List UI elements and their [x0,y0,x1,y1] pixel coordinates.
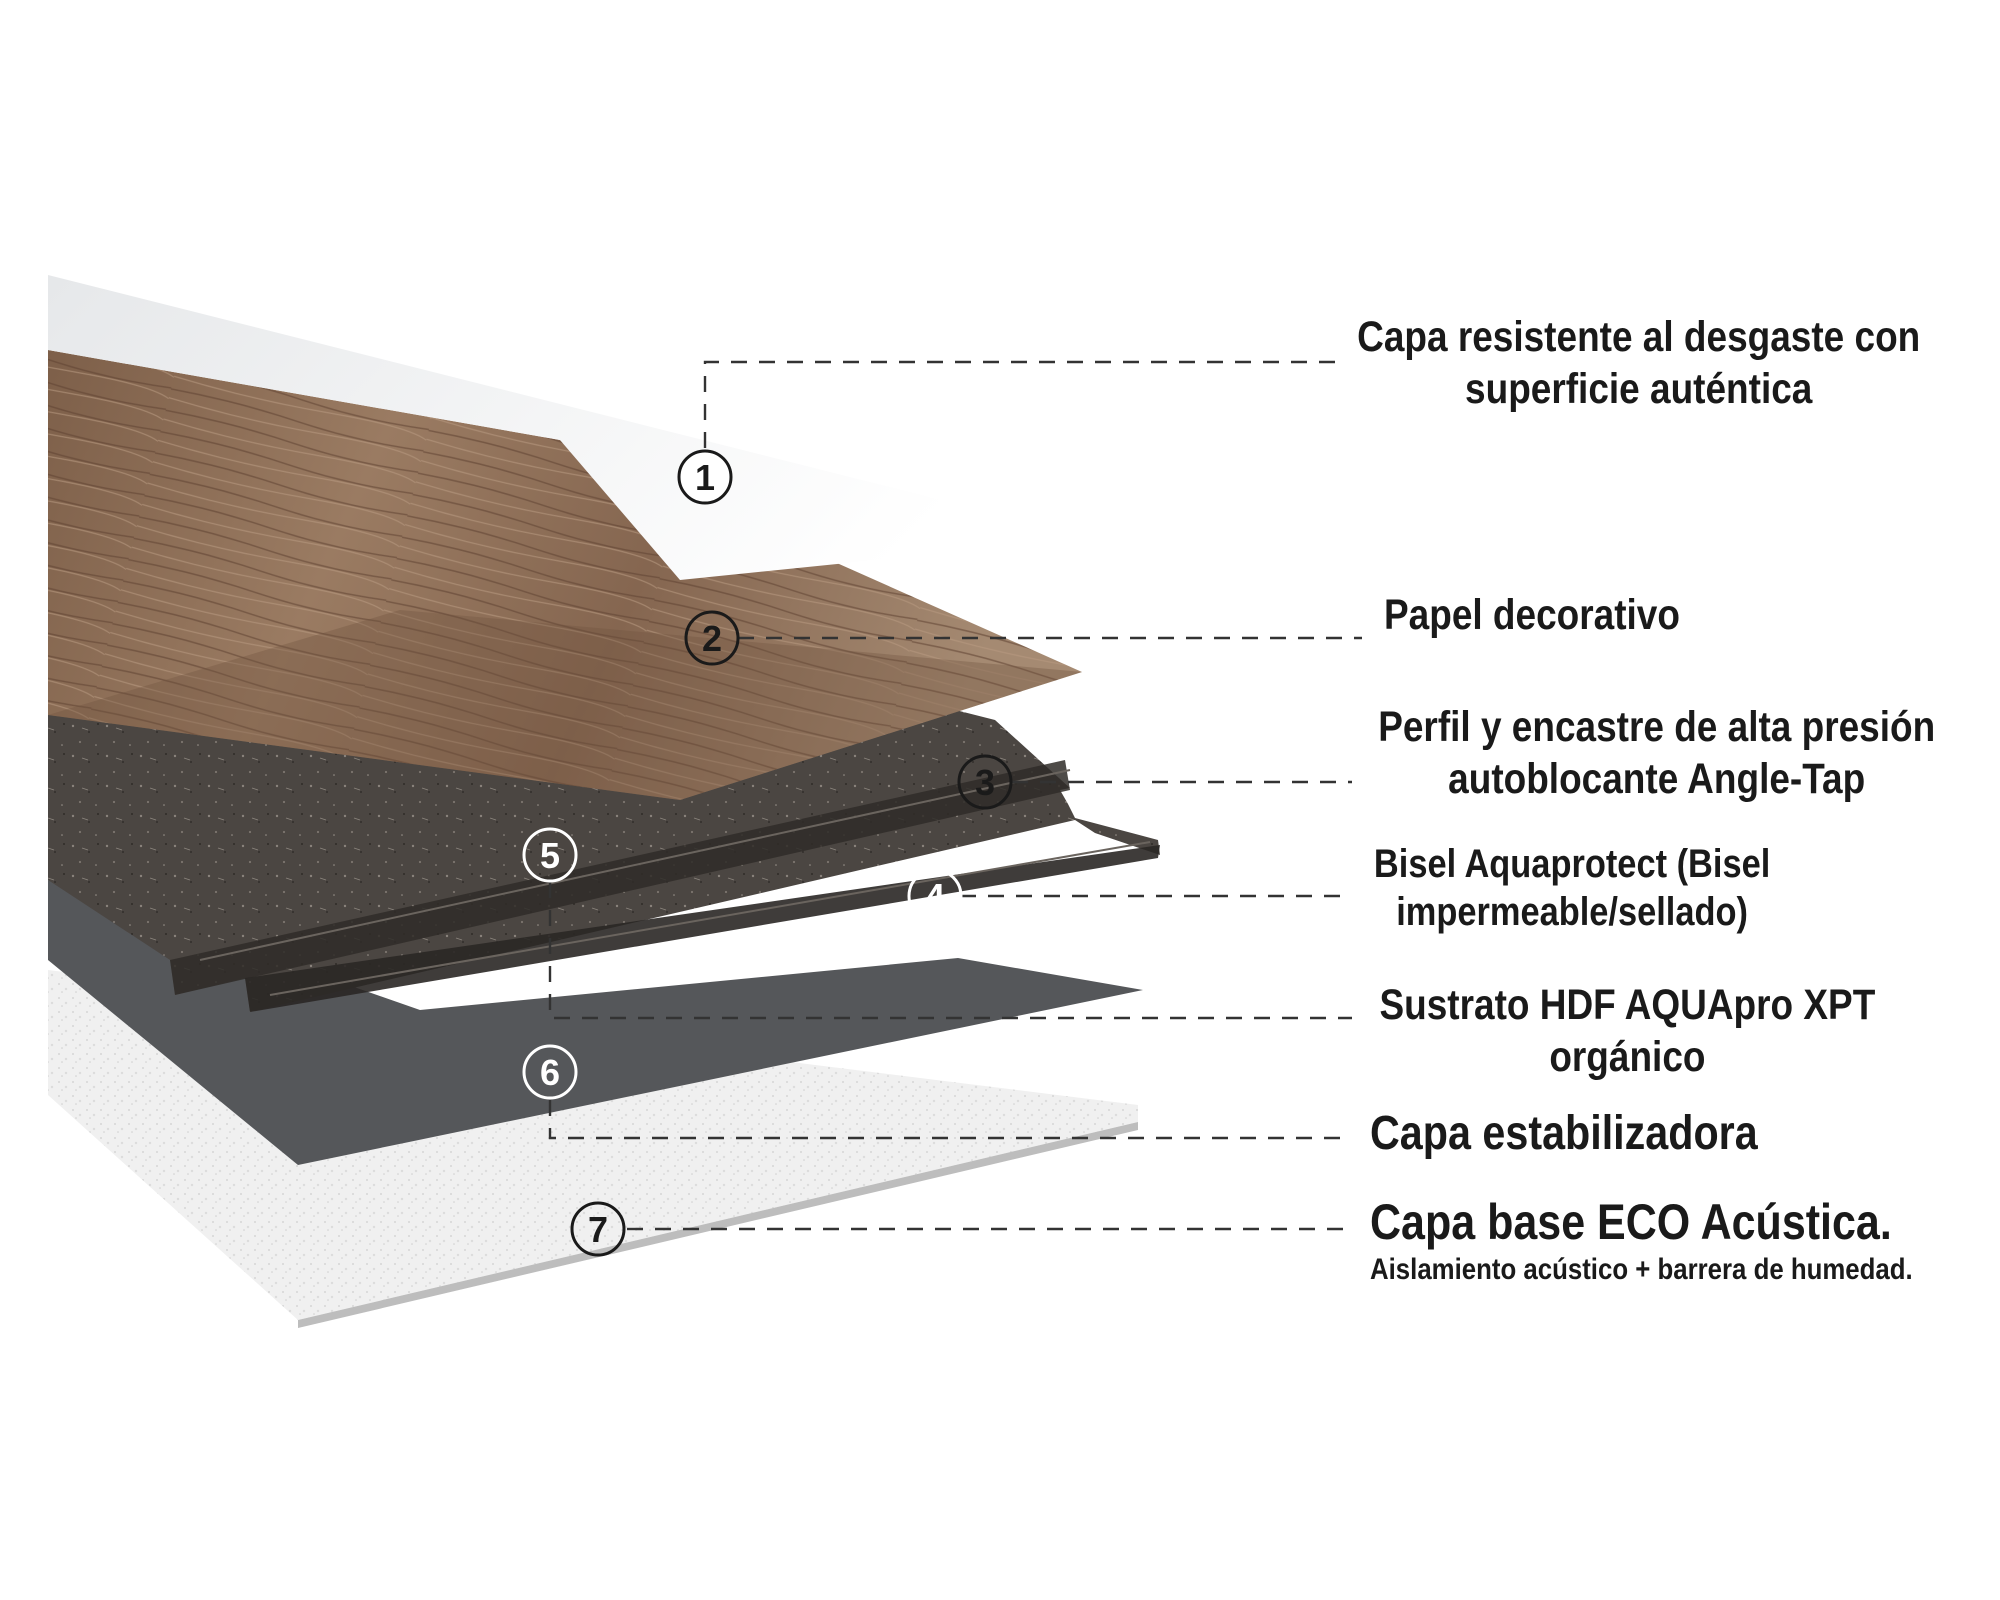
decorative-paper-layer [48,350,1082,800]
label-layer-5: Sustrato HDF AQUApro XPT orgánico [1378,980,1877,1083]
leader-line-6 [548,1100,1352,1140]
label-layer-1-line-1: Capa resistente al desgaste con [1357,313,1921,361]
badge-1-number: 1 [695,457,715,498]
badge-7-number: 7 [588,1209,608,1250]
label-layer-7-line-2: Aislamiento acústico + barrera de humeda… [1370,1253,1913,1286]
label-layer-1-line-2: superficie auténtica [1465,364,1813,413]
label-layer-3: Perfil y encastre de alta presión autobl… [1360,702,1953,805]
wear-layer [48,275,1092,580]
label-layer-2: Papel decorativo [1384,590,1680,642]
label-layer-3-line-1: Perfil y encastre de alta presión [1378,703,1936,751]
label-layer-7: Capa base ECO Acústica. Aislamiento acús… [1370,1192,1913,1288]
badge-2: 2 [684,610,740,666]
label-layer-5-line-2: orgánico [1549,1032,1706,1081]
badge-1: 1 [677,449,733,505]
label-layer-7-line-1: Capa base ECO Acústica. [1370,1194,1892,1250]
label-layer-4-line-1: Bisel Aquaprotect (Bisel [1373,842,1771,886]
stabilizer-layer [48,880,1143,1165]
label-layer-6: Capa estabilizadora [1370,1105,1758,1163]
badge-3: 3 [957,754,1013,810]
label-layer-4: Bisel Aquaprotect (Bisel impermeable/sel… [1370,840,1774,936]
label-layer-6-line-1: Capa estabilizadora [1370,1107,1758,1160]
leader-lines [548,360,1362,1231]
badge-3-number: 3 [975,762,995,803]
leader-line-1 [703,360,1340,448]
label-layer-4-line-2: impermeable/sellado) [1396,890,1748,934]
badge-4: 4 [907,868,963,924]
badge-7: 7 [570,1201,626,1257]
badge-5-number: 5 [540,835,560,876]
badge-4-number: 4 [925,876,945,917]
label-layer-1: Capa resistente al desgaste con superfic… [1342,312,1935,415]
label-layer-3-line-2: autoblocante Angle-Tap [1448,754,1866,803]
badge-2-number: 2 [702,618,722,659]
badge-6: 6 [522,1044,578,1100]
badge-6-number: 6 [540,1052,560,1093]
badge-5: 5 [522,827,578,883]
label-layer-5-line-1: Sustrato HDF AQUApro XPT [1379,981,1876,1029]
label-layer-2-line-1: Papel decorativo [1384,591,1680,639]
